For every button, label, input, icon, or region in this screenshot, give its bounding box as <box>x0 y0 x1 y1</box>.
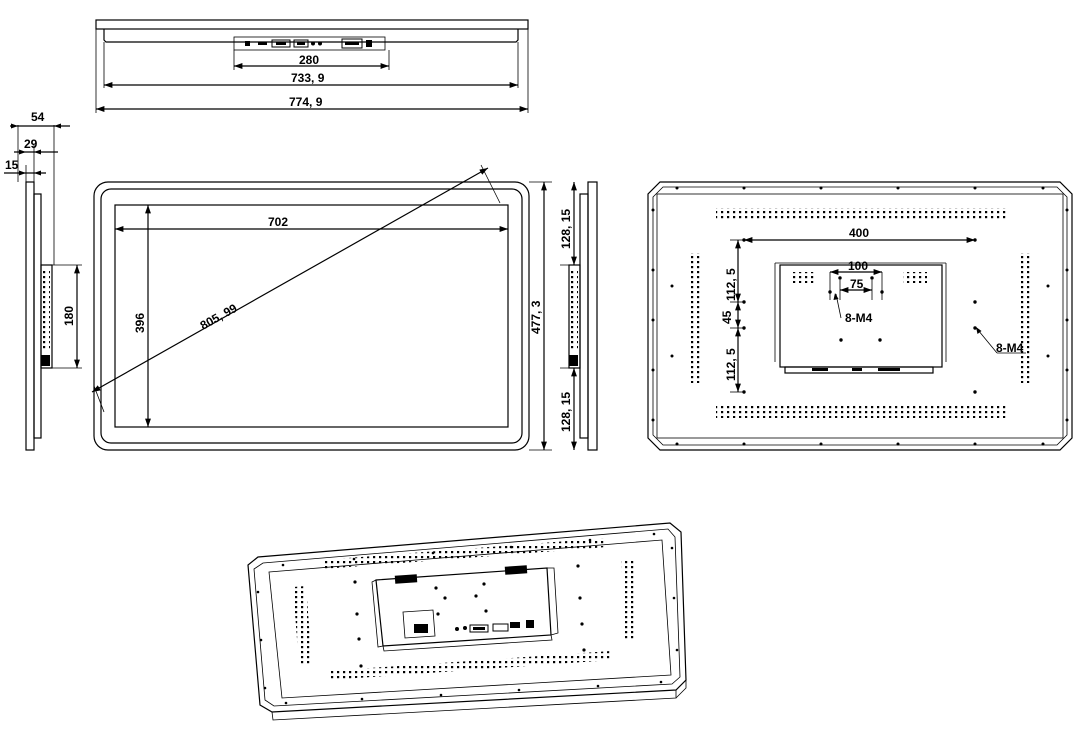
side-bracket <box>40 264 53 369</box>
dim-128-lower-label: 128, 15 <box>559 392 573 432</box>
right-side-view: 128, 15 128, 15 <box>559 181 598 451</box>
dim-280-label: 280 <box>299 53 319 67</box>
dim-diagonal-label: 805, 99 <box>198 301 240 333</box>
dim-54-label: 54 <box>31 110 45 124</box>
front-screen <box>114 204 509 428</box>
left-side-view: 54 29 15 180 <box>4 110 82 451</box>
iso-screws <box>256 532 679 705</box>
top-connector-icons <box>245 38 372 49</box>
dim-477-label: 477, 3 <box>529 300 543 334</box>
rear-vent-top <box>716 208 1006 221</box>
dim-733-label: 733, 9 <box>291 71 325 85</box>
top-connector-panel <box>233 36 386 51</box>
isometric-rear-view <box>247 522 687 721</box>
dim-128-upper-label: 128, 15 <box>559 209 573 249</box>
top-view: 280 733, 9 774, 9 <box>95 19 529 113</box>
rear-vent-bottom <box>716 405 1006 418</box>
rear-perimeter-screws <box>651 186 1069 446</box>
rear-view: 400 100 75 8-M4 8-M4 112, 5 45 112, 5 <box>647 181 1073 451</box>
rear-m4-label-outer: 8-M4 <box>996 341 1024 355</box>
dim-774-label: 774, 9 <box>289 95 323 109</box>
dim-180-label: 180 <box>62 306 76 326</box>
dim-diagonal-line <box>91 167 489 393</box>
dim-100-label: 100 <box>848 259 868 273</box>
dim-15-label: 15 <box>5 158 19 172</box>
rear-m4-label-inner: 8-M4 <box>845 311 873 325</box>
dim-45-label: 45 <box>720 310 734 324</box>
dim-112-lower-label: 112, 5 <box>724 348 738 381</box>
front-view: 702 396 805, 99 477, 3 <box>91 164 552 451</box>
rear-vent-right <box>1018 253 1031 383</box>
rear-vent-left <box>689 253 702 383</box>
dim-75-label: 75 <box>850 277 864 291</box>
dim-400-label: 400 <box>849 226 869 240</box>
dim-702-label: 702 <box>268 215 288 229</box>
dim-29-label: 29 <box>24 137 38 151</box>
dim-396-label: 396 <box>133 313 147 333</box>
dim-112-upper-label: 112, 5 <box>724 268 738 301</box>
